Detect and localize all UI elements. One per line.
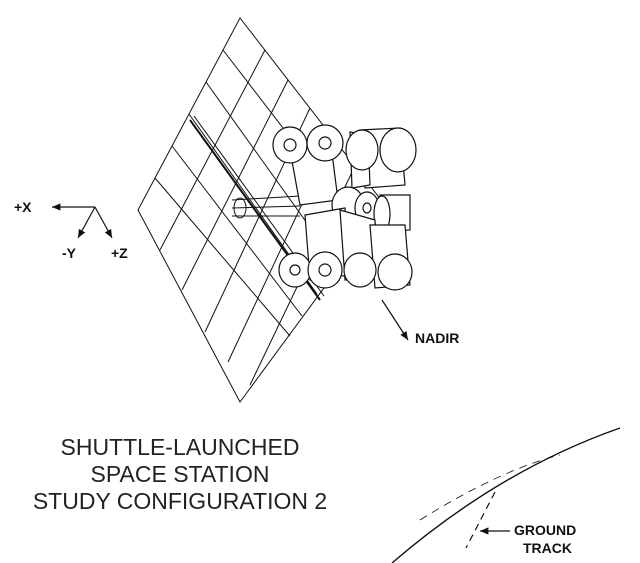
module-cluster <box>272 124 417 291</box>
ground-track-line <box>465 491 496 549</box>
y-axis-label: -Y <box>62 245 77 261</box>
z-axis-label: +Z <box>111 245 128 261</box>
diagram-caption: SHUTTLE-LAUNCHED SPACE STATION STUDY CON… <box>20 434 340 515</box>
caption-line-1: SHUTTLE-LAUNCHED <box>60 434 300 460</box>
ground-track-label-line1: GROUND <box>514 522 576 538</box>
truss-boom <box>231 195 301 219</box>
axis-triad <box>52 203 113 239</box>
y-axis-arrow <box>77 206 96 239</box>
caption-line-2: SPACE STATION <box>90 461 270 487</box>
ground-track-label-line2: TRACK <box>523 540 572 556</box>
earth-limb <box>391 427 621 563</box>
z-axis-arrow <box>94 206 113 239</box>
caption-line-3: STUDY CONFIGURATION 2 <box>32 488 328 514</box>
nadir-label: NADIR <box>415 330 459 346</box>
nadir-arrow <box>381 299 409 341</box>
x-axis-label: +X <box>14 199 32 215</box>
